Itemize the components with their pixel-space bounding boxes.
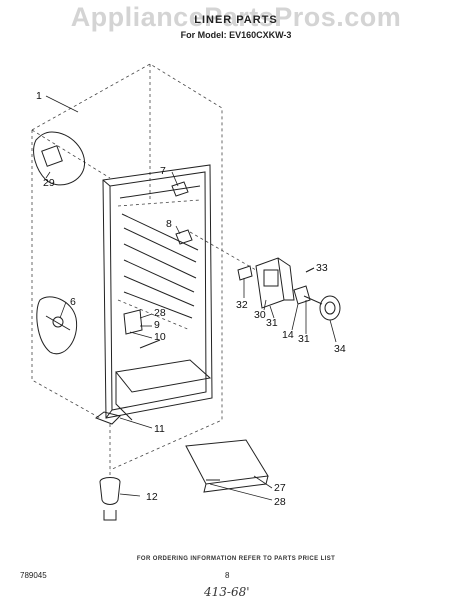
callout-14: 14 [282,329,294,341]
callout-12: 12 [146,491,158,503]
callout-11: 11 [154,423,165,435]
callout-6: 6 [70,296,76,308]
doc-number: 789045 [20,571,47,580]
callout-10: 10 [154,331,166,343]
page-title: LINER PARTS [194,14,278,26]
callout-32: 32 [236,299,248,311]
bottom-pan [115,339,212,421]
shelf-ribs [117,185,201,331]
liner-front-frame [102,164,213,419]
callout-33: 33 [316,262,328,274]
cabinet-outline [31,63,223,471]
callout-31-left: 31 [266,317,278,329]
callout-7: 7 [160,165,166,177]
model-label: For Model: EV160CXKW-3 [180,30,292,40]
page-number: 8 [225,571,230,580]
callout-27: 27 [274,482,286,494]
callout-29: 29 [43,177,55,189]
callout-9: 9 [154,319,160,331]
drain-parts [94,411,269,521]
callout-34: 34 [334,343,346,355]
handwritten-note: 413-68' [204,585,250,599]
callout-28-lower: 28 [274,496,286,508]
callout-8: 8 [166,218,172,230]
leader-lines [45,95,337,501]
clip-parts [123,181,193,335]
part-29-region [33,131,86,186]
callout-31-right: 31 [298,333,310,345]
callout-28-upper: 28 [154,307,166,319]
callout-1: 1 [36,90,42,102]
callout-30: 30 [254,309,266,321]
left-side-panel [36,296,78,355]
watermark: AppliancePartsPros.com [70,2,402,32]
ordering-note: FOR ORDERING INFORMATION REFER TO PARTS … [136,556,336,562]
